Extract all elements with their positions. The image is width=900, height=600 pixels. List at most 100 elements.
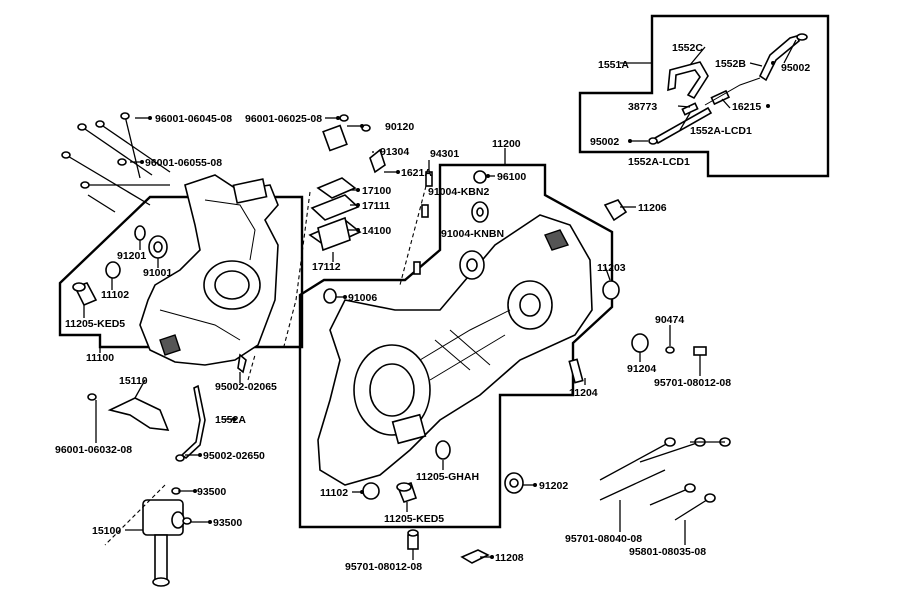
bushing-11205-KED5-bottom [396, 482, 418, 503]
seal-96100 [473, 170, 487, 184]
label-95701-08012-08-right: 95701-08012-08 [654, 377, 731, 389]
stud-94301 [413, 171, 433, 275]
seal-91202 [504, 472, 524, 494]
bolts-95801-08035-08 [649, 483, 716, 521]
label-91004-KNBN: 91004-KNBN [441, 228, 504, 240]
bolt-95701-08012-right [693, 346, 707, 356]
label-17111: 17111 [362, 200, 390, 212]
label-17112: 17112 [312, 261, 341, 273]
label-15110: 15110 [119, 375, 148, 387]
bearing-91004-KBN2 [471, 201, 489, 223]
label-1552A: 1552A [215, 414, 246, 426]
bushing-11205-KED5-left [72, 282, 98, 307]
pin-11204 [568, 358, 584, 384]
label-11205-KED5-left: 11205-KED5 [65, 318, 125, 330]
label-1552C: 1552C [672, 42, 703, 54]
dowel-11203 [602, 280, 620, 300]
crankcase-left-group-frame [58, 195, 304, 349]
bearing-91004-KNBN [459, 250, 485, 280]
label-38773: 38773 [628, 101, 657, 113]
bracket-91304 [369, 148, 386, 174]
label-91006: 91006 [348, 292, 377, 304]
oil-pump-15100 [142, 499, 185, 587]
label-11208: 11208 [495, 552, 524, 564]
reed-valve-assembly [308, 114, 371, 252]
clamp-95002-top [796, 33, 808, 41]
bracket-15110 [87, 393, 170, 431]
oil-hose-group-frame [578, 14, 830, 178]
label-11203: 11203 [597, 262, 626, 274]
label-14100: 14100 [362, 225, 391, 237]
label-11204: 11204 [569, 387, 598, 399]
label-95701-08040-08: 95701-08040-08 [565, 533, 642, 545]
label-94301: 94301 [430, 148, 459, 160]
label-96001-06025-08: 96001-06025-08 [245, 113, 322, 125]
seal-91201 [134, 225, 146, 241]
label-1552A-LCD1-right: 1552A-LCD1 [690, 125, 752, 137]
label-90474: 90474 [655, 314, 684, 326]
bolts-95701-08040-08 [599, 437, 731, 501]
alignment-line-2 [399, 185, 427, 286]
label-96001-06055-08: 96001-06055-08 [145, 157, 222, 169]
bearing-91001 [148, 235, 168, 259]
label-95701-08012-08-bottom: 95701-08012-08 [345, 561, 422, 573]
crankcase-right-11200 [317, 214, 593, 486]
clip-11208 [460, 549, 490, 564]
seal-91006 [323, 288, 337, 304]
bolt-95701-08012-bottom [407, 529, 419, 550]
bolts-96001-06055-08 [61, 151, 170, 213]
screw-93500-bottom [182, 517, 192, 525]
oil-hose-1552A [180, 384, 206, 460]
label-91204: 91204 [627, 363, 656, 375]
washer-90474 [665, 346, 675, 354]
alignment-line-4 [247, 354, 256, 381]
label-95801-08035-08: 95801-08035-08 [629, 546, 706, 558]
label-96001-06045-08: 96001-06045-08 [155, 113, 232, 125]
label-91304: 91304 [380, 146, 409, 158]
label-15100: 15100 [92, 525, 121, 537]
clip-11206 [603, 199, 628, 222]
clamp-95002-02065 [237, 353, 247, 374]
label-16215: 16215 [732, 101, 761, 113]
label-11102-bottom: 11102 [320, 487, 348, 499]
alignment-line-1 [282, 191, 311, 351]
crankcase-right-group-frame [298, 163, 614, 529]
label-90120: 90120 [385, 121, 414, 133]
label-11100: 11100 [86, 352, 114, 364]
seal-91204 [631, 333, 649, 353]
oil-hose-1552C [667, 61, 709, 100]
label-91202: 91202 [539, 480, 568, 492]
fitting-38773 [681, 102, 699, 116]
label-11102-left: 11102 [101, 289, 129, 301]
clamp-95002-02650 [175, 454, 185, 462]
label-93500-top: 93500 [197, 486, 226, 498]
label-17100: 17100 [362, 185, 391, 197]
crankcase-left-11100 [139, 174, 279, 366]
bushing-11205-GHAH [435, 440, 451, 460]
label-95002-02065: 95002-02065 [215, 381, 277, 393]
label-1552A-LCD1-bottom: 1552A-LCD1 [628, 156, 690, 168]
label-95002-02650: 95002-02650 [203, 450, 265, 462]
label-1551A: 1551A [598, 59, 629, 71]
label-96100: 96100 [497, 171, 526, 183]
label-91201: 91201 [117, 250, 146, 262]
label-11200: 11200 [492, 138, 521, 150]
label-96001-06032-08: 96001-06032-08 [55, 444, 132, 456]
dowel-11102-bottom [362, 482, 380, 500]
label-11205-KED5-bottom: 11205-KED5 [384, 513, 444, 525]
label-93500-bottom: 93500 [213, 517, 242, 529]
alignment-line-3 [104, 484, 166, 546]
part-labels: 1551A 1552C 1552B 95002 38773 16215 9500… [55, 42, 810, 573]
bolts-96001-06045-08 [77, 112, 171, 179]
label-95002-top: 95002 [781, 62, 810, 74]
label-91001: 91001 [143, 267, 172, 279]
label-11206: 11206 [638, 202, 667, 214]
dowel-11102-left [105, 261, 121, 279]
leader-dots [140, 61, 775, 559]
label-1552B: 1552B [715, 58, 746, 70]
label-1621A: 1621A [401, 167, 432, 179]
label-91004-KBN2: 91004-KBN2 [428, 186, 489, 198]
label-11205-GHAH: 11205-GHAH [416, 471, 479, 483]
label-95002-mid: 95002 [590, 136, 619, 148]
